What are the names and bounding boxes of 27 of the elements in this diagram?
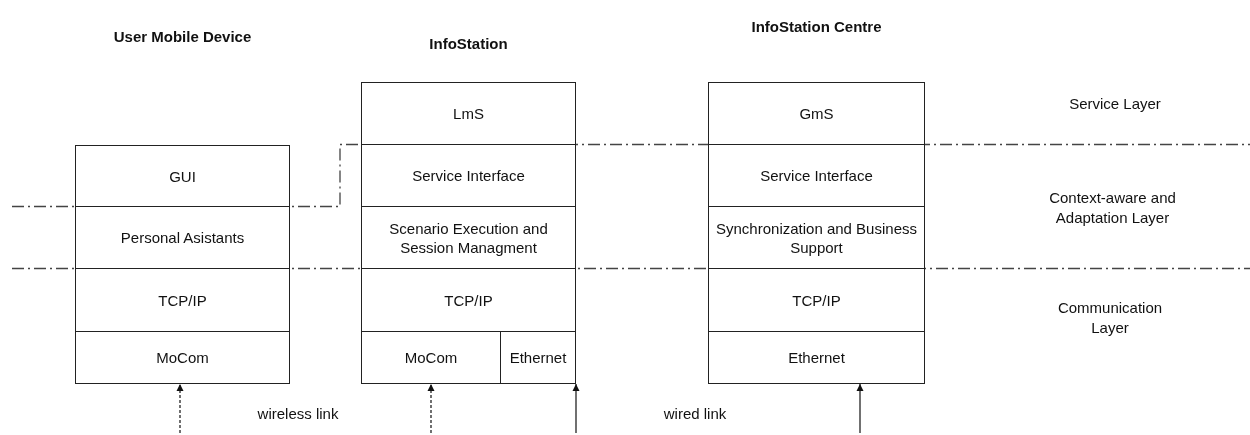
layer-box: Synchronization and Business Support <box>708 206 925 269</box>
stack-title: InfoStation Centre <box>750 18 883 36</box>
layer-label: Service Layer <box>1068 94 1162 114</box>
link-label: wired link <box>662 404 728 424</box>
layer-box: Scenario Execution and Session Managment <box>361 206 576 269</box>
layer-label: Communication Layer <box>1056 298 1164 338</box>
layer-box: Ethernet <box>500 331 576 384</box>
stack-title: User Mobile Device <box>112 28 253 46</box>
layer-box: LmS <box>361 82 576 145</box>
layer-box: Service Interface <box>708 144 925 207</box>
layer-box: Personal Asistants <box>75 206 290 269</box>
arrow <box>176 383 184 434</box>
layer-box: TCP/IP <box>708 268 925 332</box>
layer-box: GmS <box>708 82 925 145</box>
arrow <box>856 383 864 434</box>
layer-box: MoCom <box>361 331 501 384</box>
arrow <box>572 383 580 434</box>
layer-box: Ethernet <box>708 331 925 384</box>
link-label: wireless link <box>256 404 340 424</box>
layer-box: MoCom <box>75 331 290 384</box>
layer-box: TCP/IP <box>361 268 576 332</box>
layer-box: Service Interface <box>361 144 576 207</box>
layer-box: TCP/IP <box>75 268 290 332</box>
stack-title: InfoStation <box>428 35 509 53</box>
layer-label: Context-aware and Adaptation Layer <box>1048 188 1177 228</box>
arrow <box>427 383 435 434</box>
layer-box: GUI <box>75 145 290 207</box>
